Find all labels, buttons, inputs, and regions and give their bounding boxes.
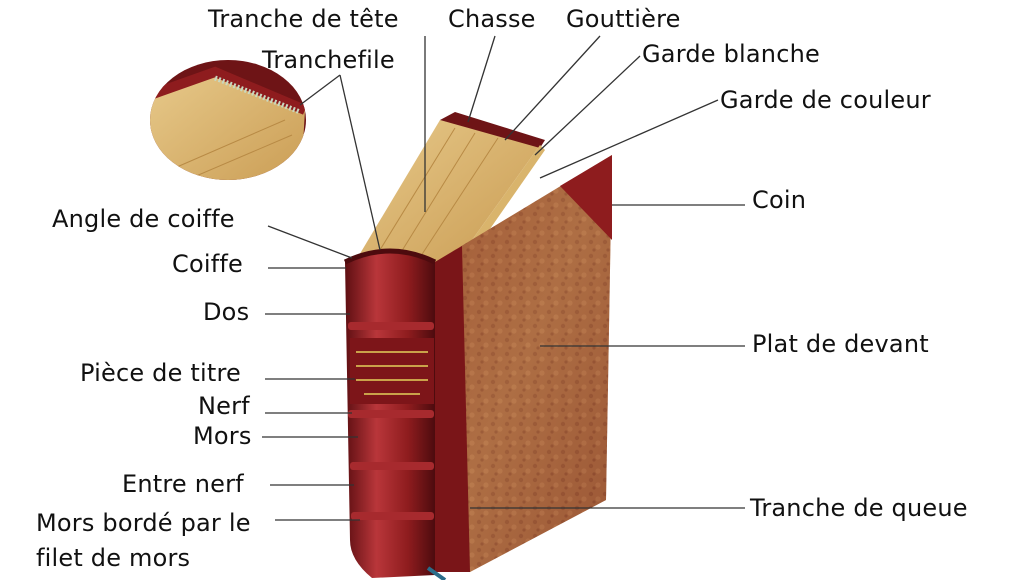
label-mors-borde-line1: Mors bordé par le [36, 509, 251, 537]
label-garde-de-couleur: Garde de couleur [720, 86, 931, 114]
label-plat-de-devant: Plat de devant [752, 330, 929, 358]
label-dos: Dos [203, 298, 250, 326]
leader-angle-de-coiffe [267, 225, 353, 259]
cover-corner [560, 155, 612, 240]
leader-gouttiere [504, 35, 601, 141]
label-entre-nerf: Entre nerf [122, 470, 244, 498]
leader-lines [262, 35, 745, 521]
label-coiffe: Coiffe [172, 250, 243, 278]
raised-band [351, 512, 434, 520]
label-gouttiere: Gouttière [566, 5, 681, 33]
label-tranchefile: Tranchefile [262, 46, 395, 74]
label-angle-de-coiffe: Angle de coiffe [52, 205, 235, 233]
book-illustration [343, 112, 612, 580]
tranchefile-detail-inset [148, 58, 308, 182]
leader-garde-blanche [534, 55, 641, 156]
label-chasse: Chasse [448, 5, 536, 33]
page-block-top [355, 120, 540, 268]
leader-tranchefile-2 [299, 74, 341, 106]
label-mors: Mors [193, 422, 252, 450]
label-nerf: Nerf [198, 392, 250, 420]
raised-band [350, 462, 434, 470]
leader-chasse [467, 35, 496, 123]
label-coin: Coin [752, 186, 807, 214]
raised-band [348, 410, 434, 418]
leader-tranchefile-1 [339, 74, 381, 251]
headcap [343, 248, 437, 265]
label-piece-de-titre: Pièce de titre [80, 359, 241, 387]
label-garde-blanche: Garde blanche [642, 40, 820, 68]
leader-garde-de-couleur [539, 99, 719, 179]
label-tranche-de-queue: Tranche de queue [750, 494, 968, 522]
label-tranche-de-tete: Tranche de tête [208, 5, 399, 33]
label-mors-borde-line2: filet de mors [36, 544, 191, 572]
raised-band [348, 322, 434, 330]
